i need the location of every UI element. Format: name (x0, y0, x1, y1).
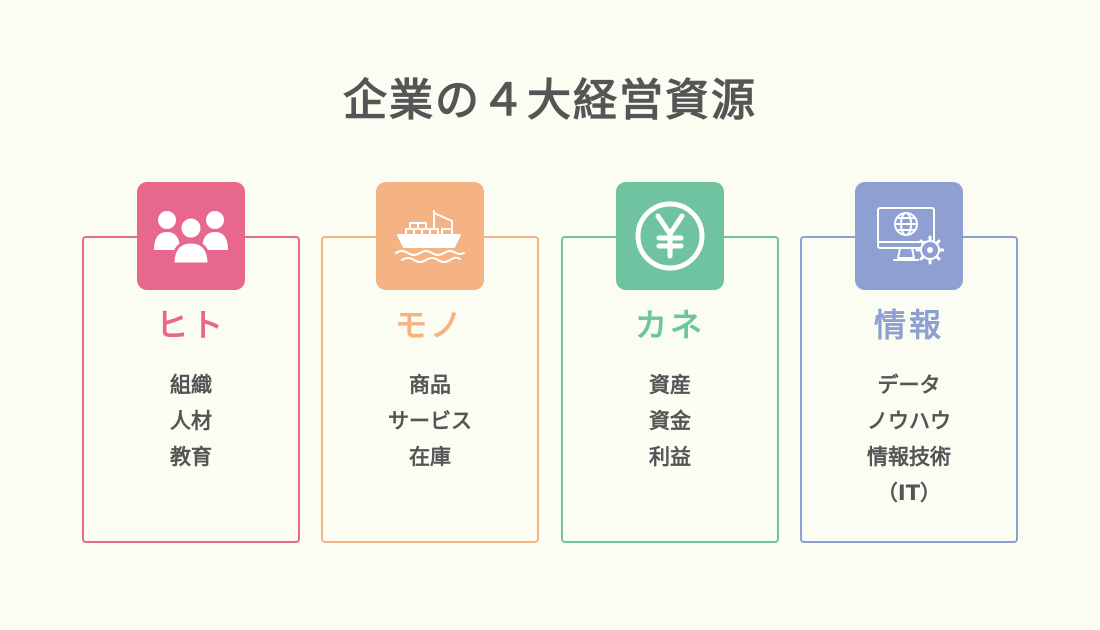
people-group-icon (154, 211, 228, 266)
yen-coin-icon (635, 201, 705, 271)
card-heading-hito: ヒト (155, 306, 226, 344)
card-items-hito: 組織 人材 教育 (82, 367, 300, 475)
card-items-mono: 商品 サービス 在庫 (321, 367, 539, 475)
card-heading-kane: カネ (634, 306, 705, 344)
list-item: （IT） (876, 481, 942, 505)
page-title: 企業の４大経営資源 (343, 75, 757, 126)
list-item: 教育 (170, 445, 212, 469)
icon-box-joho (855, 182, 963, 290)
card-items-kane: 資産 資金 利益 (561, 367, 779, 475)
list-item: 情報技術 (867, 445, 951, 469)
list-item: データ (877, 373, 941, 397)
list-item: サービス (388, 409, 472, 433)
icon-box-mono (376, 182, 484, 290)
card-heading-mono: モノ (394, 306, 465, 344)
cargo-ship-icon (395, 210, 465, 263)
card-items-joho: データ ノウハウ 情報技術 （IT） (800, 367, 1018, 511)
list-item: 利益 (649, 445, 691, 469)
computer-globe-gear-icon (877, 207, 944, 265)
list-item: 資産 (649, 373, 691, 397)
list-item: 在庫 (409, 445, 451, 469)
list-item: 資金 (649, 409, 691, 433)
card-kane (561, 236, 779, 543)
list-item: ノウハウ (867, 409, 951, 433)
icon-box-hito (137, 182, 245, 290)
list-item: 組織 (170, 373, 212, 397)
card-heading-joho: 情報 (873, 306, 944, 344)
icon-box-kane (616, 182, 724, 290)
list-item: 人材 (170, 409, 212, 433)
list-item: 商品 (409, 373, 451, 397)
